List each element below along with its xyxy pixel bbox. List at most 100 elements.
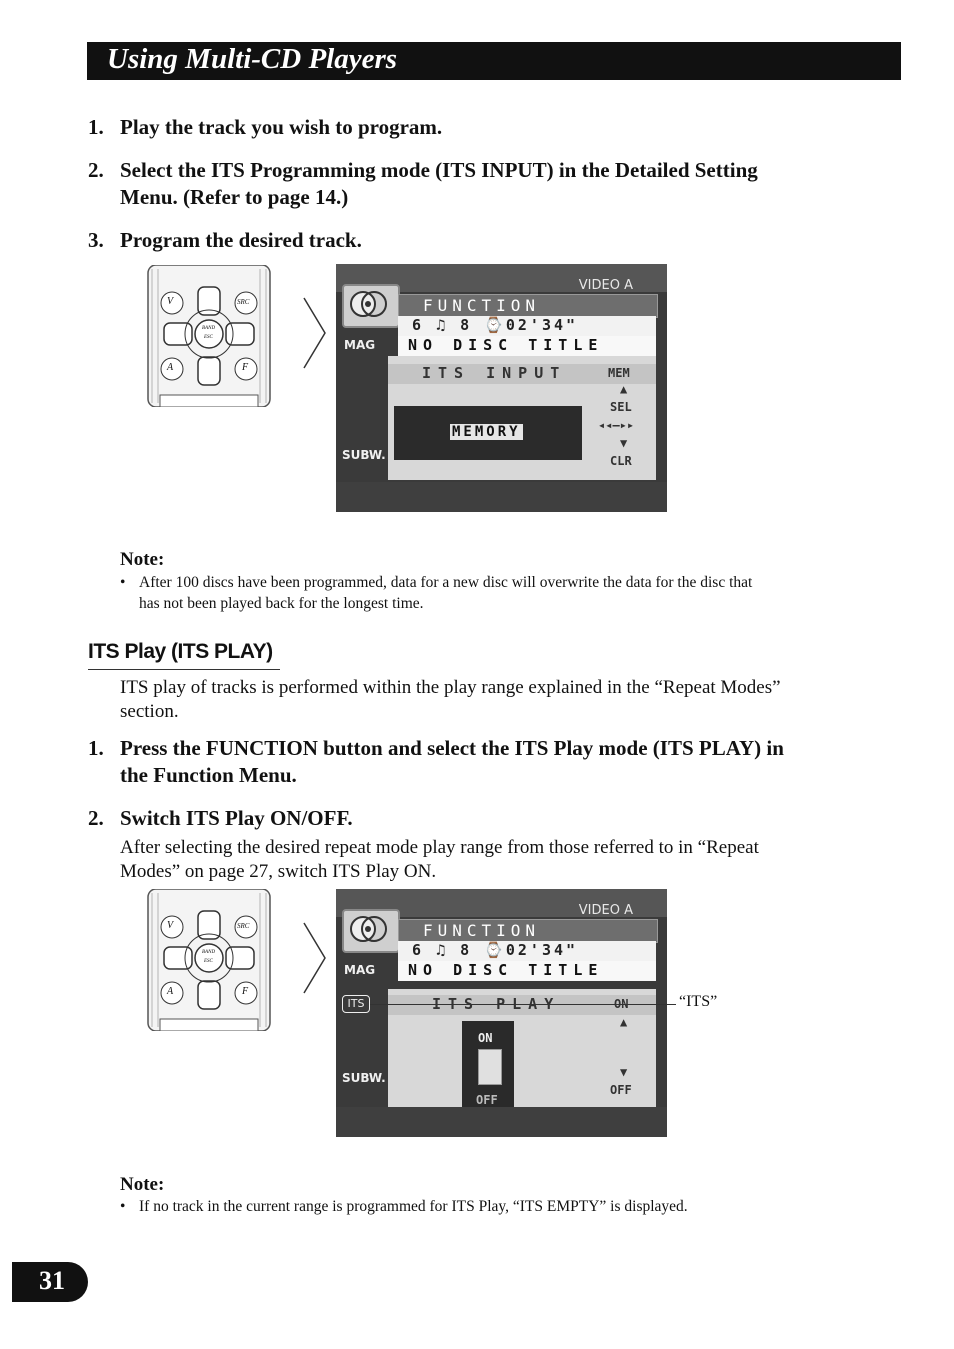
page-number-badge: 31 <box>12 1262 88 1302</box>
lcd-screen-its-input: VIDEO A FUNCTION 6 ♫ 8 ⌚02'34" NO DISC T… <box>336 264 667 512</box>
note-body: • After 100 discs have been programmed, … <box>120 572 880 616</box>
section-title: Using Multi-CD Players <box>107 43 398 75</box>
section-heading-rule <box>88 669 280 670</box>
intro-line: section. <box>120 701 179 722</box>
step-number: 2. <box>88 806 104 830</box>
note-body: • If no track in the current range is pr… <box>120 1196 880 1218</box>
mode-panel: ITS PLAY ON OFF ON ▲ ▼ OFF <box>388 989 656 1113</box>
track-info: 6 ♫ 8 ⌚02'34" <box>412 941 579 959</box>
step-text: Program the desired track. <box>120 228 362 252</box>
mode-band: ITS INPUT <box>388 364 656 384</box>
subw-label: SUBW. <box>342 1071 386 1085</box>
track-info: 6 ♫ 8 ⌚02'34" <box>412 316 579 334</box>
note-line: If no track in the current range is prog… <box>139 1198 688 1215</box>
band-key-label: BAND <box>202 950 216 955</box>
body-line: After selecting the desired repeat mode … <box>120 837 759 858</box>
callout-leader-line <box>370 1004 676 1005</box>
remote-control-illustration: V SRC BAND ESC A F <box>146 889 272 1031</box>
track-info-strip: 6 ♫ 8 ⌚02'34" <box>398 316 656 336</box>
step-text: Switch ITS Play ON/OFF. <box>120 806 353 830</box>
note-line: After 100 discs have been programmed, da… <box>139 574 753 591</box>
step-1: 1. Play the track you wish to program. <box>88 114 888 142</box>
esc-key-label: ESC <box>204 335 213 340</box>
up-arrow-icon: ▲ <box>620 382 628 396</box>
lcd-bottom-bar <box>336 482 667 512</box>
down-arrow-icon: ▼ <box>620 436 628 450</box>
remote-control-icon <box>147 889 271 1031</box>
esc-key-label: ESC <box>204 959 213 964</box>
on-off-selector: ON OFF <box>462 1021 514 1113</box>
arrow-right-icon <box>303 922 327 994</box>
remote-control-illustration: V SRC BAND ESC A F <box>146 265 272 407</box>
function-label: FUNCTION <box>423 296 541 315</box>
f-key-label: F <box>242 362 249 373</box>
memory-label: MEMORY <box>450 424 523 440</box>
disc-title-strip: NO DISC TITLE <box>398 961 656 981</box>
clr-key-label: CLR <box>610 454 632 468</box>
v-key-label: V <box>167 920 174 931</box>
function-bar: FUNCTION <box>398 919 658 943</box>
step-number: 1. <box>88 736 104 760</box>
step-number: 1. <box>88 115 104 139</box>
function-label: FUNCTION <box>423 921 541 940</box>
selector-slider <box>478 1049 502 1085</box>
f-key-label: F <box>242 986 249 997</box>
mag-label: MAG <box>344 963 376 977</box>
intro-line: ITS play of tracks is performed within t… <box>120 677 781 698</box>
mem-key-label: MEM <box>608 366 630 380</box>
its-indicator: ITS <box>342 995 370 1013</box>
lcd-bottom-bar <box>336 1107 667 1137</box>
disc-title: NO DISC TITLE <box>408 336 604 354</box>
note-heading: Note: <box>120 1174 165 1195</box>
track-info-strip: 6 ♫ 8 ⌚02'34" <box>398 941 656 961</box>
function-bar: FUNCTION <box>398 294 658 318</box>
page-number: 31 <box>39 1266 65 1295</box>
body-line: Modes” on page 27, switch ITS Play ON. <box>120 861 437 882</box>
step-text: Press the FUNCTION button and select the… <box>120 736 784 760</box>
disc-icon <box>342 284 400 328</box>
up-arrow-icon: ▲ <box>620 1015 628 1029</box>
memory-box: MEMORY <box>394 406 582 460</box>
subw-label: SUBW. <box>342 448 386 462</box>
step-text: Play the track you wish to program. <box>120 115 443 139</box>
down-arrow-icon: ▼ <box>620 1065 628 1079</box>
left-right-arrows-icon: ◂◂—▸▸ <box>598 418 635 432</box>
sel-key-label: SEL <box>610 400 632 414</box>
section-intro: ITS play of tracks is performed within t… <box>120 676 880 724</box>
disc-icon <box>342 909 400 953</box>
step-number: 3. <box>88 228 104 252</box>
step-number: 2. <box>88 158 104 182</box>
step-2-body: After selecting the desired repeat mode … <box>120 836 880 884</box>
side-off-label: OFF <box>610 1083 632 1097</box>
src-key-label: SRC <box>237 922 250 930</box>
video-source-label: VIDEO A <box>578 903 633 918</box>
section-heading: ITS Play (ITS PLAY) <box>88 640 273 663</box>
v-key-label: V <box>167 296 174 307</box>
step-2: 2. Switch ITS Play ON/OFF. <box>88 805 888 833</box>
mode-label: ITS INPUT <box>422 364 567 382</box>
disc-title: NO DISC TITLE <box>408 961 604 979</box>
mode-panel: ITS INPUT MEMORY MEM ▲ SEL ◂◂—▸▸ ▼ CLR <box>388 356 656 480</box>
off-option: OFF <box>476 1093 498 1107</box>
on-option: ON <box>478 1031 493 1045</box>
step-text: Select the ITS Programming mode (ITS INP… <box>120 158 758 182</box>
step-3: 3. Program the desired track. <box>88 227 888 255</box>
remote-control-icon <box>147 265 271 407</box>
bullet: • <box>120 574 126 591</box>
note-line: has not been played back for the longest… <box>139 595 424 612</box>
step-text-continued: the Function Menu. <box>120 763 297 787</box>
video-source-label: VIDEO A <box>578 278 633 293</box>
step-1: 1. Press the FUNCTION button and select … <box>88 735 888 791</box>
note-heading: Note: <box>120 549 165 570</box>
bullet: • <box>120 1198 126 1215</box>
a-key-label: A <box>167 362 174 373</box>
callout-label: “ITS” <box>679 993 718 1010</box>
lcd-screen-its-play: VIDEO A FUNCTION 6 ♫ 8 ⌚02'34" NO DISC T… <box>336 889 667 1137</box>
src-key-label: SRC <box>237 298 250 306</box>
step-text-continued: Menu. (Refer to page 14.) <box>120 185 349 209</box>
section-header-bar: Using Multi-CD Players <box>87 42 901 80</box>
band-key-label: BAND <box>202 326 216 331</box>
arrow-right-icon <box>303 297 327 369</box>
step-2: 2. Select the ITS Programming mode (ITS … <box>88 157 888 213</box>
disc-title-strip: NO DISC TITLE <box>398 336 656 356</box>
